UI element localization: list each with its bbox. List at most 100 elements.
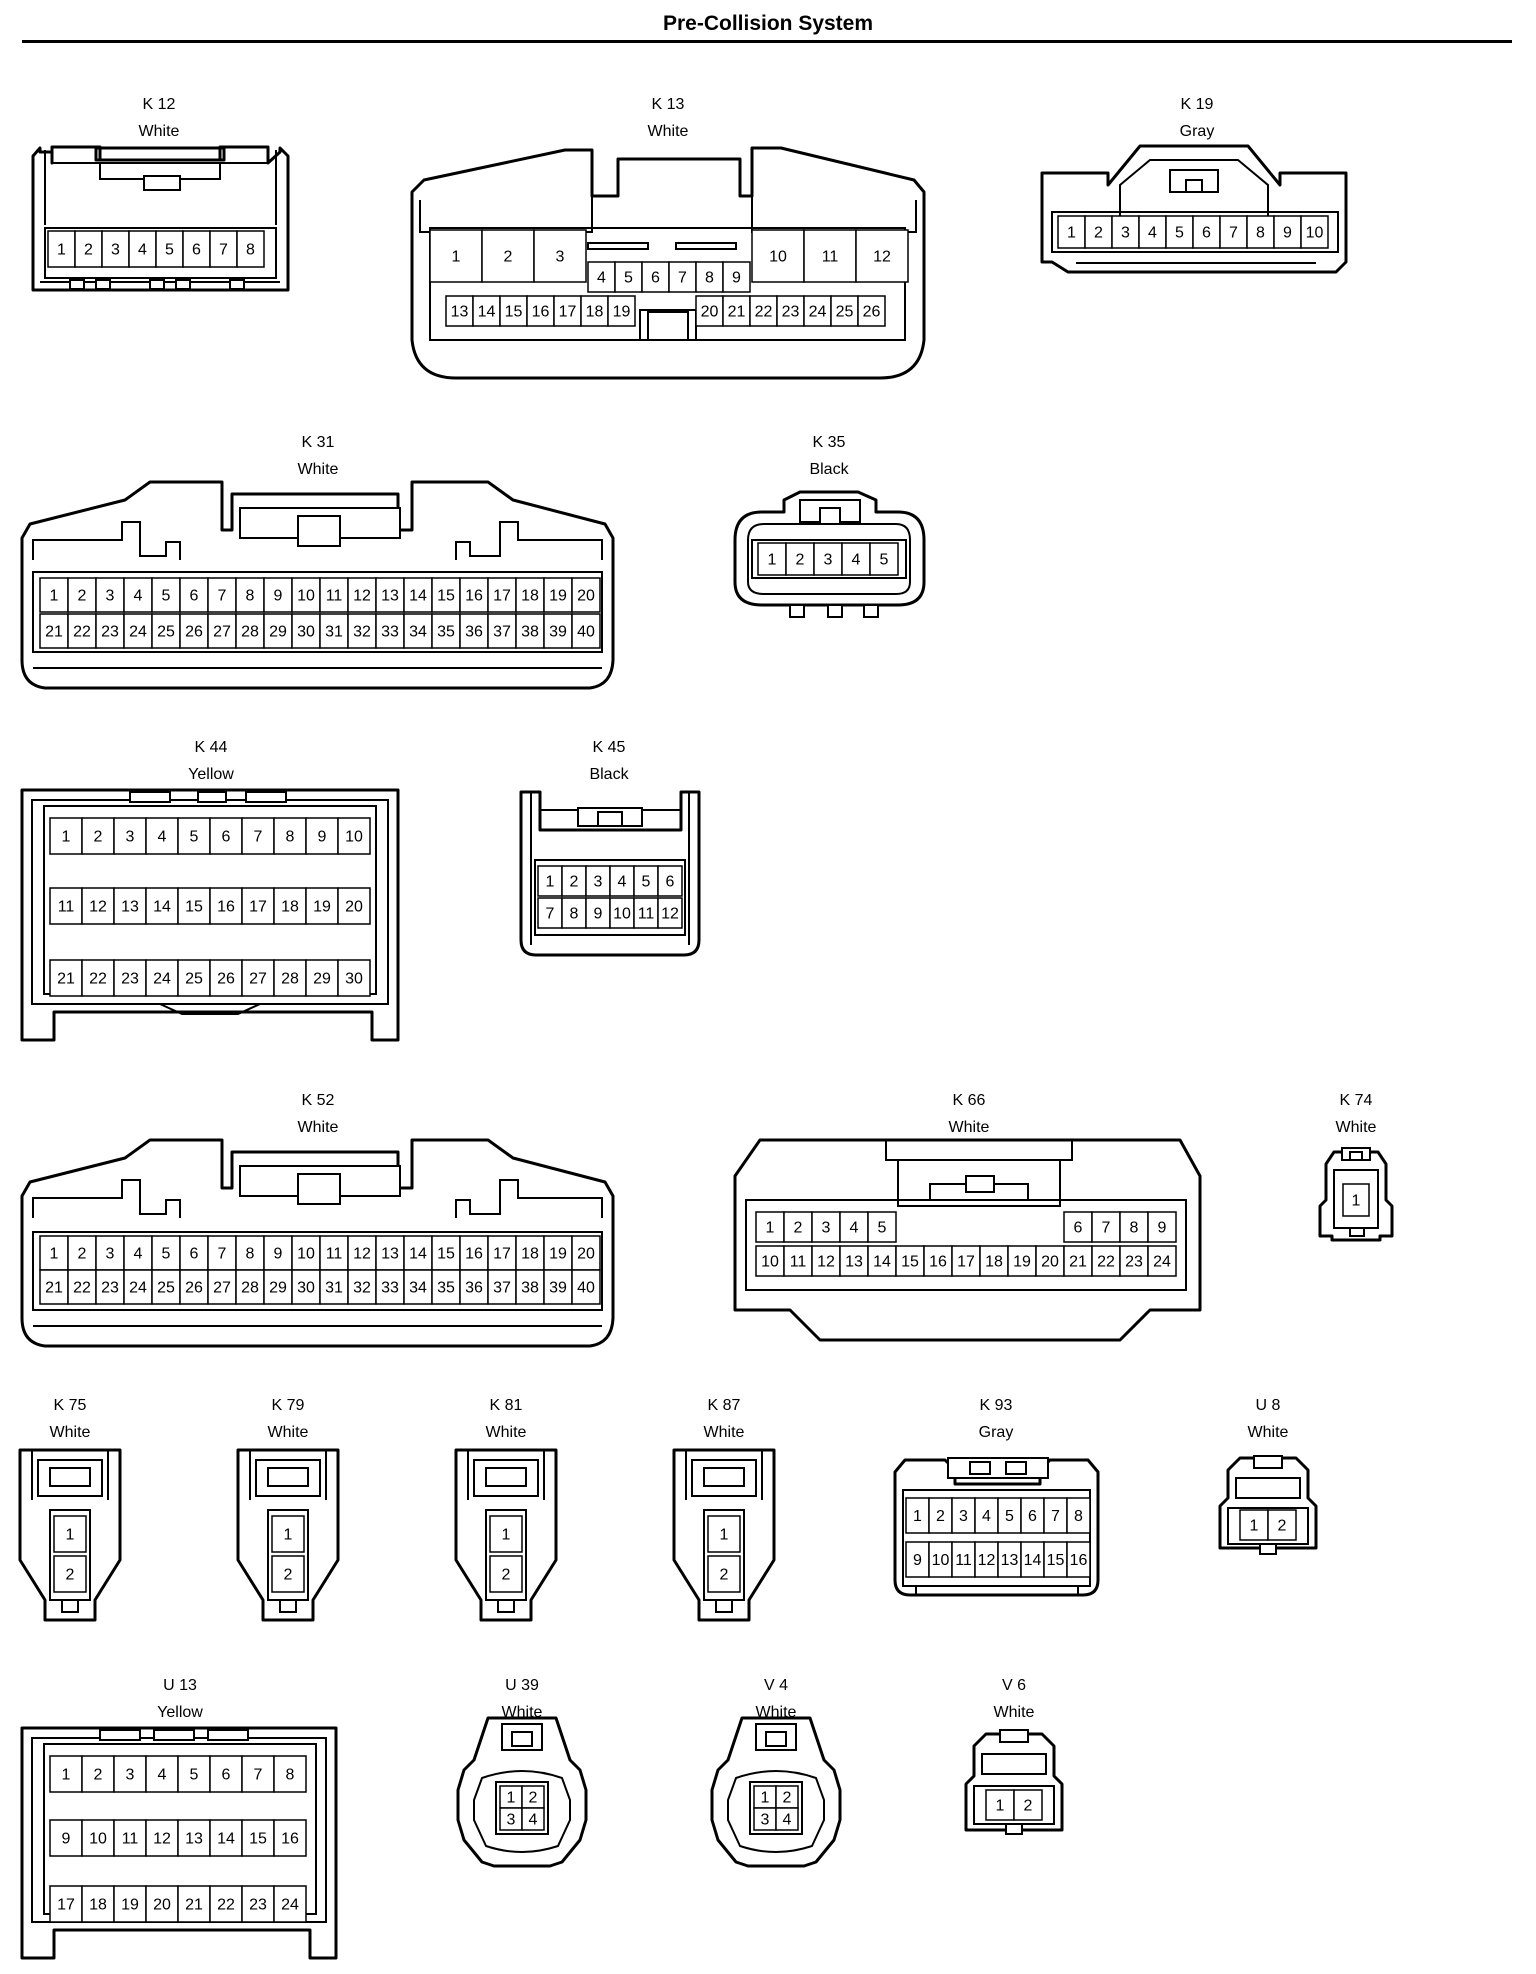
pin-label: 36	[465, 1280, 483, 1297]
pin-label: 11	[790, 1254, 807, 1271]
connector-shell	[410, 146, 926, 380]
pin-label: 7	[219, 242, 228, 259]
pin-label: 3	[761, 1812, 770, 1829]
pin-label: 1	[1250, 1518, 1259, 1535]
pin-label: 2	[66, 1567, 75, 1584]
pin-label: 26	[863, 304, 881, 321]
pin-label: 7	[1051, 1508, 1060, 1525]
pin-label: 22	[89, 971, 107, 988]
connector-color: Yellow	[157, 1704, 203, 1721]
pin-cell	[177, 1885, 211, 1923]
connector-outline	[473, 1459, 539, 1497]
connector-id: K 74	[1340, 1092, 1373, 1109]
pin-cell	[543, 577, 573, 613]
pin-label: 12	[817, 1254, 835, 1271]
pin-label: 5	[190, 829, 199, 846]
pin-cell	[113, 959, 147, 997]
pin-cell	[145, 1755, 179, 1793]
pin-label: 14	[478, 304, 496, 321]
connector-color: Gray	[979, 1424, 1014, 1441]
pin-cell	[263, 577, 293, 613]
pin-label: 16	[217, 899, 235, 916]
pin-label: 14	[153, 899, 171, 916]
pin-label: 29	[269, 1280, 287, 1297]
pin-label: 3	[126, 829, 135, 846]
connector-outline	[685, 1450, 763, 1500]
pin-label: 3	[111, 242, 120, 259]
pin-cell	[403, 1269, 433, 1305]
pin-label: 20	[153, 1897, 171, 1914]
pin-label: 12	[353, 588, 371, 605]
pin-label: 7	[1229, 225, 1238, 242]
pin-cell	[403, 613, 433, 649]
pin-label: 6	[1028, 1508, 1037, 1525]
pin-cell	[521, 1807, 545, 1831]
pin-label: 22	[217, 1897, 235, 1914]
connector-shell	[893, 1458, 1100, 1597]
pin-label: 1	[66, 1527, 75, 1544]
pin-label: 1	[62, 829, 71, 846]
pin-cell	[722, 295, 751, 327]
pin-cell	[49, 817, 83, 855]
connector-latch	[129, 791, 171, 803]
pin-label: 9	[1158, 1220, 1167, 1237]
pin-label: 9	[732, 270, 741, 287]
pin-cell	[81, 887, 115, 925]
connector-latch	[153, 1729, 195, 1741]
connector-latch	[267, 1467, 309, 1487]
pin-label: 23	[782, 304, 800, 321]
pin-cell	[487, 1235, 517, 1271]
connector-outline	[745, 1199, 1187, 1291]
pin-cell	[607, 295, 636, 327]
pin-cell	[177, 887, 211, 925]
pin-cell	[526, 295, 555, 327]
connector-outline	[31, 1450, 109, 1500]
connector-id: V 6	[1002, 1677, 1026, 1694]
pin-label: 6	[190, 1246, 199, 1263]
pin-cell	[543, 613, 573, 649]
pin-cell	[273, 1885, 307, 1923]
pin-cell	[39, 1235, 69, 1271]
connector-latch	[675, 242, 737, 250]
connector-latch	[279, 1599, 297, 1613]
pin-label: 10	[89, 1831, 107, 1848]
connector-latch	[49, 1467, 91, 1487]
pin-label: 7	[678, 270, 687, 287]
connector-shell	[964, 1732, 1064, 1832]
connector-latch	[1005, 1823, 1023, 1835]
pin-cell	[1239, 1509, 1269, 1541]
pin-label: 13	[121, 899, 139, 916]
pin-label: 1	[57, 242, 66, 259]
pin-cell	[53, 1555, 87, 1593]
pin-label: 18	[985, 1254, 1003, 1271]
connector-outline	[43, 1743, 317, 1915]
connector-color: White	[298, 461, 339, 478]
pin-cell	[319, 577, 349, 613]
pin-cell	[128, 230, 157, 268]
pin-cell	[707, 1515, 741, 1553]
pin-cell	[803, 229, 857, 283]
connector-outline	[973, 1785, 1055, 1825]
connector-color: White	[268, 1424, 309, 1441]
connector-latch	[827, 604, 843, 618]
pin-label: 1	[452, 249, 461, 266]
pin-cell	[273, 817, 307, 855]
connector-color: White	[949, 1119, 990, 1136]
pin-cell	[145, 817, 179, 855]
pin-label: 40	[577, 1280, 595, 1297]
pin-label: 38	[521, 1280, 539, 1297]
pin-label: 32	[353, 1280, 371, 1297]
connector-outline	[467, 1450, 545, 1500]
connector-outline	[1051, 211, 1339, 253]
pin-label: 5	[165, 242, 174, 259]
pin-cell	[571, 613, 601, 649]
connector-shell	[733, 490, 926, 607]
connector-color: White	[1248, 1424, 1289, 1441]
connector-shell	[31, 145, 290, 292]
pin-cell	[155, 230, 184, 268]
